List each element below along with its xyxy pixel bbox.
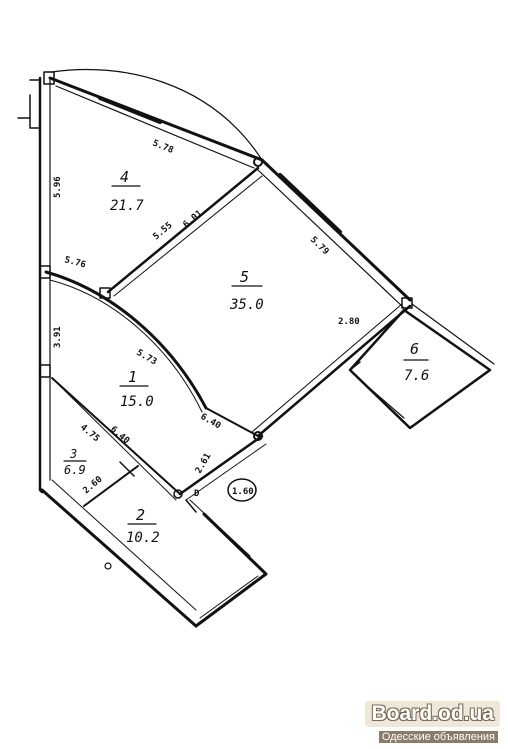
room-3-number: 3 xyxy=(69,447,77,461)
room-6-number: 6 xyxy=(410,340,419,358)
level-mark: 1.60 xyxy=(232,487,254,497)
room-6-area: 7.6 xyxy=(404,368,429,384)
wall-1-arc xyxy=(44,270,208,410)
column-low xyxy=(39,364,51,378)
dimension-label: 6.01 xyxy=(182,209,205,231)
wall-room2-top xyxy=(178,434,264,496)
room-2-number: 2 xyxy=(136,506,145,524)
dimension-label: 5.73 xyxy=(135,348,159,368)
room-5-area: 35.0 xyxy=(229,297,264,313)
dimension-label: 5.96 xyxy=(53,176,63,198)
level-circle xyxy=(227,478,257,502)
dimension-label: 6.40 xyxy=(108,425,131,447)
room-1-area: 15.0 xyxy=(120,394,154,410)
wall-1-3 xyxy=(51,377,181,495)
room-4-area: 21.7 xyxy=(110,198,144,214)
room-1-number: 1 xyxy=(128,368,137,386)
watermark-badge: Board.od.ua xyxy=(365,701,500,727)
wall-3-2 xyxy=(83,465,139,507)
dimension-label: 3.91 xyxy=(53,326,63,348)
watermark-site: Board.od.ua xyxy=(371,702,494,725)
room-4-number: 4 xyxy=(120,168,129,186)
dimension-label: 2.80 xyxy=(338,317,360,327)
wall-5-1 xyxy=(256,304,412,438)
balcony-6 xyxy=(348,308,492,430)
terrace-arc xyxy=(51,68,263,161)
outer-wall-left xyxy=(38,76,44,494)
watermark-subtitle: Одесские объявления xyxy=(378,731,498,743)
wall-room2-bottom xyxy=(194,512,268,628)
room-5-number: 5 xyxy=(240,268,249,286)
dimension-label: 4.75 xyxy=(78,423,101,445)
room-3-area: 6.9 xyxy=(64,463,86,477)
dimension-label: 5.79 xyxy=(308,235,331,257)
door-mark: D xyxy=(194,489,200,499)
wall-lower-left xyxy=(40,488,198,628)
dimension-label: 5.78 xyxy=(151,139,175,156)
room-2-area: 10.2 xyxy=(126,530,160,546)
wall-4-5 xyxy=(106,166,260,294)
dimension-label: 5.76 xyxy=(63,255,87,270)
